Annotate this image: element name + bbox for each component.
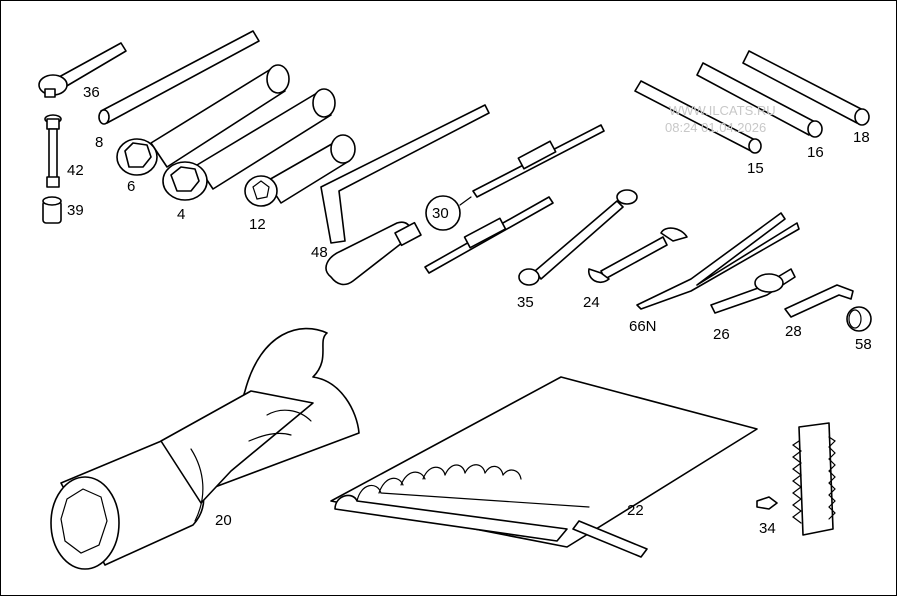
small-plug-drawing: [756, 496, 778, 510]
rod-16-drawing: [696, 62, 823, 138]
combination-pliers-drawing: [710, 268, 796, 314]
callout-66n[interactable]: 66N: [629, 318, 657, 335]
callout-8[interactable]: 8: [95, 134, 104, 151]
callout-34[interactable]: 34: [759, 520, 776, 537]
socket-tube-12-drawing: [244, 134, 356, 207]
callout-15[interactable]: 15: [747, 160, 764, 177]
callout-26[interactable]: 26: [713, 326, 730, 343]
tool-roll-drawing: [50, 327, 360, 570]
watermark-site: WWW.ILCATS.RU: [669, 103, 776, 118]
callout-28[interactable]: 28: [785, 323, 802, 340]
box-wrench-4-drawing: [162, 88, 336, 201]
callout-30[interactable]: 30: [432, 205, 449, 222]
cap-drawing: [846, 306, 872, 332]
callout-22[interactable]: 22: [627, 502, 644, 519]
ring-wrench-drawing: [518, 189, 638, 286]
serrated-card-drawing: [791, 422, 836, 536]
callout-48[interactable]: 48: [311, 244, 328, 261]
callout-6[interactable]: 6: [127, 178, 136, 195]
callout-18[interactable]: 18: [853, 129, 870, 146]
callout-35[interactable]: 35: [517, 294, 534, 311]
callout-4[interactable]: 4: [177, 206, 186, 223]
long-nose-pliers-drawing: [636, 212, 800, 310]
hex-key-drawing: [784, 284, 854, 318]
callout-16[interactable]: 16: [807, 144, 824, 161]
watermark-timestamp: 08:24 01.04.2026: [665, 120, 767, 135]
extension-bar-drawing: [44, 114, 62, 188]
open-end-wrench-drawing: [588, 227, 688, 284]
tool-bag-drawing: [330, 376, 758, 558]
small-socket-drawing: [42, 196, 62, 224]
callout-12[interactable]: 12: [249, 216, 266, 233]
callout-36[interactable]: 36: [83, 84, 100, 101]
callout-42[interactable]: 42: [67, 162, 84, 179]
callout-58[interactable]: 58: [855, 336, 872, 353]
screwdriver-set-drawing: [325, 124, 605, 286]
long-rod-drawing: [98, 30, 260, 125]
box-wrench-6-drawing: [116, 64, 290, 176]
hook-lever-drawing: [320, 104, 490, 244]
callout-39[interactable]: 39: [67, 202, 84, 219]
rod-15-drawing: [634, 80, 762, 154]
bag-pockets: [334, 464, 590, 542]
callout-24[interactable]: 24: [583, 294, 600, 311]
callout-20[interactable]: 20: [215, 512, 232, 529]
rod-18-drawing: [742, 50, 870, 126]
ratchet-handle-drawing: [38, 42, 127, 98]
